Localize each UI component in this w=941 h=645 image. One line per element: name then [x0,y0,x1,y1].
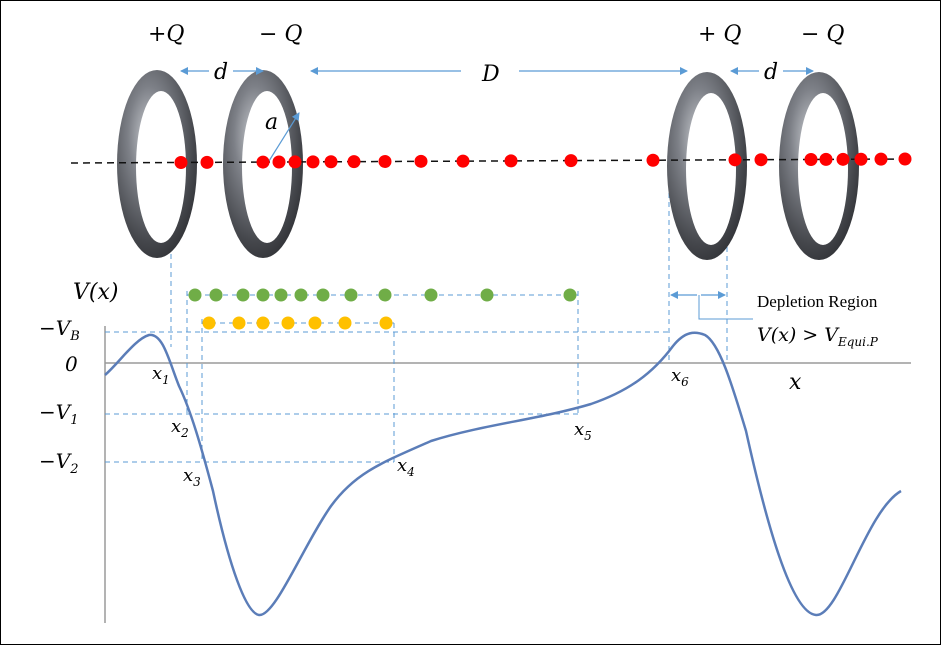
red-dot-5 [288,155,302,169]
green-dot-4 [256,288,270,302]
red-dot-2 [200,155,214,169]
ring-4-negative [779,72,859,260]
green-particle-dots [188,288,577,302]
yellow-dot-7 [379,316,393,330]
red-dot-4 [272,155,286,169]
x3-label: x3 [183,465,201,489]
x4-label: x4 [397,455,415,479]
potential-curve [104,331,902,617]
level-vb-label: −VB [39,316,80,344]
red-dot-13 [564,154,578,168]
d2-label: d [764,60,778,85]
yellow-particle-dots [202,316,393,330]
yellow-dot-3 [256,316,270,330]
red-dot-16 [754,153,768,167]
red-dot-14 [646,153,660,167]
red-charge-dots [174,152,912,169]
red-dot-9 [378,155,392,169]
red-dot-18 [819,152,833,166]
ring-axis-line [70,158,910,164]
d-label: d [214,60,228,85]
green-dot-9 [378,288,392,302]
green-dot-10 [424,288,438,302]
x2-label: x2 [171,416,189,440]
yellow-dot-5 [308,316,322,330]
green-dot-5 [274,288,288,302]
radius-label: a [265,110,278,135]
red-dot-3 [256,155,270,169]
green-dot-1 [188,288,202,302]
depletion-condition: V(x) > VEqui.P [757,324,879,349]
green-dot-7 [316,288,330,302]
ring-3-label: + Q [698,22,741,47]
x5-label: x5 [574,419,592,443]
green-dot-6 [294,288,308,302]
red-dot-10 [414,154,428,168]
red-dot-11 [456,154,470,168]
green-dot-3 [236,288,250,302]
depletion-leader [698,295,753,320]
green-dot-12 [563,288,577,302]
yellow-dot-2 [232,316,246,330]
red-dot-7 [324,155,338,169]
depletion-region-label: Depletion Region [757,292,878,311]
y-axis-label: V(x) [73,280,118,305]
green-dot-11 [480,288,494,302]
red-dot-8 [347,155,361,169]
green-dot-2 [209,288,223,302]
ring-3-positive [667,72,747,260]
level-v1-label: −V1 [39,400,78,428]
red-dot-6 [306,155,320,169]
radius-arrow [268,112,300,162]
red-dot-22 [898,152,912,166]
red-dot-12 [504,154,518,168]
red-dot-15 [728,153,742,167]
red-dot-1 [174,155,188,169]
ring-1-label: +Q [148,22,184,47]
level-v2-label: −V2 [39,449,78,477]
yellow-dot-1 [202,316,216,330]
red-dot-17 [804,152,818,166]
x-axis-label: x [789,370,802,395]
red-dot-21 [874,152,888,166]
level-zero-label: 0 [65,352,78,376]
red-dot-19 [836,152,850,166]
D-label: D [481,62,500,87]
red-dot-20 [854,152,868,166]
ring-4-label: − Q [801,22,844,47]
x1-label: x1 [152,363,170,387]
yellow-dot-4 [281,316,295,330]
ring-2-label: − Q [259,22,302,47]
yellow-dot-6 [338,316,352,330]
green-dot-8 [344,288,358,302]
x6-label: x6 [671,365,689,389]
ring-1-positive [117,70,197,258]
